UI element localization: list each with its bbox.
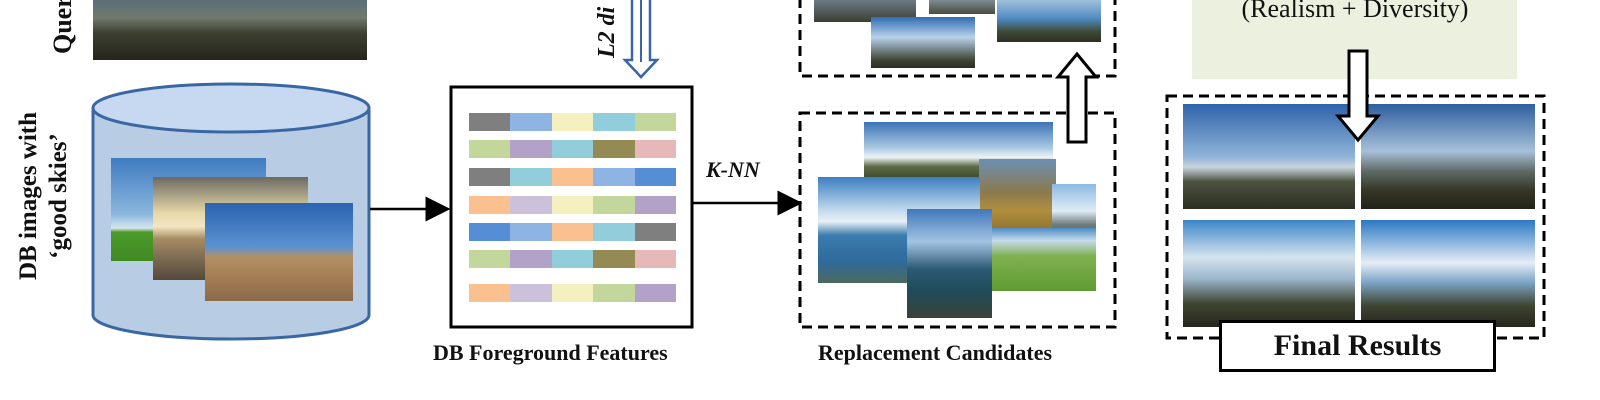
candidate-photo-5 xyxy=(990,228,1096,291)
final-photo-2 xyxy=(1361,104,1535,209)
feature-cell xyxy=(593,168,636,186)
knn-label: K-NN xyxy=(706,157,760,182)
feature-cell xyxy=(593,113,636,131)
feature-cell xyxy=(551,250,594,268)
top-dashed-box xyxy=(798,0,1117,78)
feature-cell xyxy=(510,284,553,302)
final-results-box: Final Results xyxy=(1219,320,1496,372)
final-photo-4 xyxy=(1361,220,1535,327)
final-photo-3 xyxy=(1183,220,1355,327)
feature-cell xyxy=(510,140,553,158)
query-label: Quer xyxy=(48,0,77,54)
db-images-line1: DB images with xyxy=(15,111,42,281)
feature-cell xyxy=(469,223,511,241)
feature-cell xyxy=(593,250,636,268)
feature-cell xyxy=(551,284,594,302)
feature-cell xyxy=(469,140,511,158)
feature-grid xyxy=(469,113,677,303)
final-photo-1 xyxy=(1183,104,1355,209)
l2-distance-label: L2 di xyxy=(594,6,620,58)
top-photo-4 xyxy=(871,17,975,68)
hollow-arrow-l2 xyxy=(622,0,660,79)
feature-cell xyxy=(469,284,511,302)
hollow-arrow-down xyxy=(1334,49,1382,143)
feature-cell xyxy=(634,250,677,268)
feature-cell xyxy=(510,250,553,268)
hollow-arrow-up xyxy=(1054,51,1100,144)
db-photo-castle xyxy=(205,203,353,301)
final-results-label: Final Results xyxy=(1273,329,1442,362)
feature-cell xyxy=(551,223,594,241)
top-photo-2 xyxy=(929,0,995,14)
feature-cell xyxy=(469,250,511,268)
feature-cell xyxy=(593,196,636,214)
db-images-line2: ‘good skies’ xyxy=(45,133,72,259)
feature-cell xyxy=(551,140,594,158)
query-image xyxy=(93,0,367,60)
feature-cell xyxy=(634,284,677,302)
feature-cell xyxy=(469,196,511,214)
feature-cell xyxy=(634,223,677,241)
feature-cell xyxy=(469,168,511,186)
db-features-label: DB Foreground Features xyxy=(433,340,668,365)
feature-cell xyxy=(469,113,511,131)
candidates-dashed-box xyxy=(798,111,1117,329)
realism-diversity-label: (Realism + Diversity) xyxy=(1241,0,1469,23)
feature-cell xyxy=(634,140,677,158)
feature-cell xyxy=(551,113,594,131)
db-images-label: DB images with ‘good skies’ xyxy=(14,96,74,296)
feature-cell xyxy=(634,113,677,131)
feature-cell xyxy=(510,168,553,186)
feature-cell xyxy=(551,168,594,186)
feature-cell xyxy=(593,140,636,158)
replacement-label: Replacement Candidates xyxy=(818,340,1053,365)
top-photo-3 xyxy=(997,0,1101,42)
feature-cell xyxy=(634,168,677,186)
feature-cell xyxy=(510,196,553,214)
feature-cell xyxy=(510,113,553,131)
feature-cell xyxy=(551,196,594,214)
candidate-photo-6 xyxy=(907,209,992,318)
feature-cell xyxy=(634,196,677,214)
feature-cell xyxy=(593,284,636,302)
feature-cell xyxy=(510,223,553,241)
top-photo-1 xyxy=(814,0,916,22)
feature-cell xyxy=(593,223,636,241)
